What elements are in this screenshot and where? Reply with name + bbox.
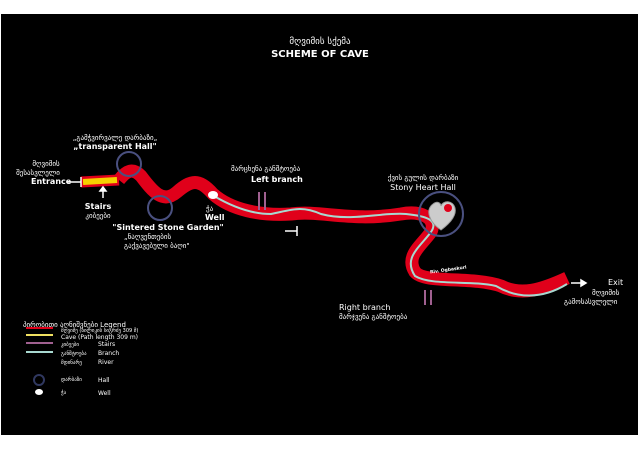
entrance-georgian-2: შესასვლელი	[16, 169, 60, 177]
entrance-label: Entrance	[31, 177, 72, 186]
river-path	[213, 195, 568, 297]
stairs-label: Stairs	[84, 202, 112, 211]
right-branch-georgian: მარჯვენა განშტოება	[339, 313, 408, 321]
right-branch-label: Right branch	[339, 303, 391, 312]
title-georgian: მღვიმის სქემა	[289, 37, 351, 47]
exit-label: Exit	[608, 278, 624, 287]
well-icon	[208, 191, 218, 199]
legend-well-georgian: ჭა	[61, 390, 67, 396]
hall-stony-heart-circle	[418, 191, 464, 237]
stony-heart-georgian: ქვის გულის დარბაზი	[387, 174, 459, 182]
stairs-arrow-icon	[98, 185, 108, 198]
entrance-arrow-icon	[67, 177, 82, 187]
left-branch-mark	[258, 192, 266, 210]
left-branch-georgian: მარცხენა განშტოება	[231, 165, 301, 173]
river-flow-arrow-icon	[285, 226, 298, 236]
stairs-fill	[82, 177, 118, 185]
hall-sintered-circle	[147, 195, 173, 221]
sintered-garden-label: "Sintered Stone Garden"	[112, 223, 224, 232]
legend-branch-georgian: განშტოება	[61, 351, 87, 357]
transparent-hall-label: „transparent Hall"	[73, 142, 157, 151]
entrance-georgian-1: მღვიმის	[32, 160, 60, 168]
legend-hall-georgian: დარბაზი	[61, 377, 82, 383]
sintered-georgian-2: გაქვავებული ბაღი"	[124, 242, 190, 250]
right-branch-mark	[424, 290, 432, 305]
legend-branch-label: Branch	[98, 350, 120, 357]
legend-cave-georgian: მღვიმე (ბილიკის სიგრძე 309 მ)	[61, 328, 139, 334]
well-georgian: ჭა	[206, 205, 214, 213]
heart-red-spot	[444, 204, 452, 212]
legend-hall-label: Hall	[98, 377, 110, 384]
legend-river-label: River	[98, 359, 114, 366]
cave-map	[26, 151, 588, 395]
exit-arrow-icon	[571, 278, 588, 288]
stairs-georgian: კიბეები	[85, 212, 111, 220]
legend-river-georgian: მდინარე	[61, 360, 82, 366]
legend-stairs-georgian: კიბეები	[61, 342, 79, 348]
legend-well-label: Well	[98, 390, 111, 397]
stony-heart-label: Stony Heart Hall	[390, 183, 456, 192]
left-branch-label: Left branch	[251, 175, 303, 184]
legend-cave-label: Cave (Path length 309 m)	[61, 334, 139, 341]
title-english: SCHEME OF CAVE	[271, 49, 369, 60]
well-label: Well	[205, 213, 225, 222]
transparent-hall-georgian: „გამჭვირვალე დარბაზი„	[72, 134, 158, 142]
hall-transparent-circle	[116, 151, 142, 177]
sintered-georgian-1: „ნაღვენთების	[124, 233, 172, 241]
cave-scheme	[1, 14, 638, 435]
legend-well-icon	[35, 389, 43, 395]
exit-georgian-2: გამოსასვლელი	[564, 298, 618, 306]
legend-hall-icon	[33, 374, 45, 386]
exit-georgian-1: მღვიმის	[592, 289, 620, 297]
legend-stairs-label: Stairs	[98, 341, 116, 348]
legend-title: პირობითი აღნიშვნები Legend	[23, 321, 126, 329]
